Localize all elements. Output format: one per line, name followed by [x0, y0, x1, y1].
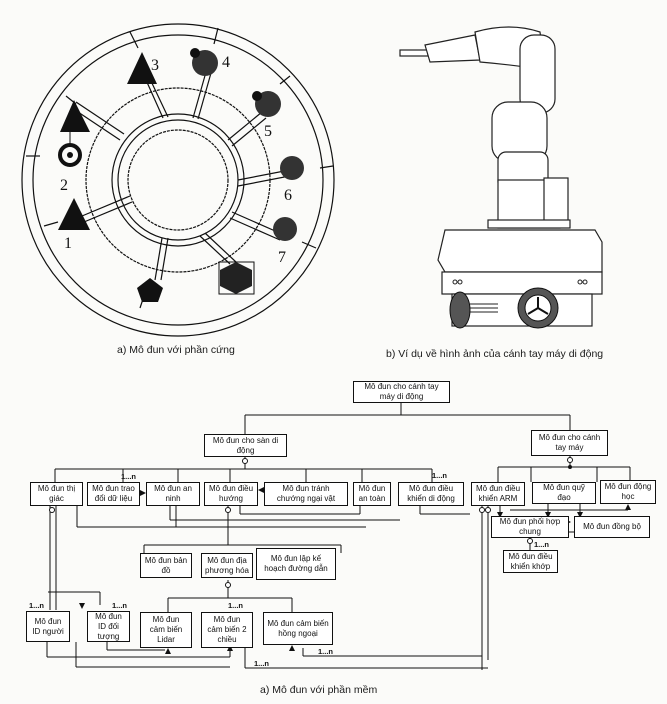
module-joint-control: Mô đun điều khiển khớp [503, 550, 558, 573]
sensor-knob-icon [252, 91, 262, 101]
arrow-head-icon [577, 512, 583, 518]
hexagon-module-icon [220, 262, 252, 294]
hexagon-frame [218, 261, 255, 295]
aggregation-marker [225, 582, 231, 588]
multiplicity-label: 1...n [29, 601, 45, 610]
arrow-head-icon [140, 490, 146, 496]
hardware-caption: a) Mô đun với phần cứng [117, 344, 235, 356]
sensor-ball-icon [280, 156, 304, 180]
module-path-planning: Mô đun lập kế hoạch đường dẫn [256, 548, 336, 580]
arrow-head-icon [545, 512, 551, 518]
aggregation-marker [49, 507, 55, 513]
multiplicity-label: 1...n [112, 601, 128, 610]
mount-plate [487, 219, 571, 229]
arrow-head-icon [625, 504, 631, 510]
module-safety: Mô đun an toàn [353, 482, 391, 506]
module-trajectory: Mô đun quỹ đạo [532, 482, 596, 504]
junction-dot [568, 465, 572, 469]
software-caption: a) Mô đun với phần mềm [260, 684, 378, 696]
module-2d-sensor: Mô đun cảm biến 2 chiều [201, 612, 253, 648]
module-map: Mô đun bản đồ [140, 553, 192, 578]
inner-ring-core [127, 129, 229, 231]
module-object-id: Mô đun ID đối tượng [87, 611, 130, 642]
multiplicity-label: 1...n [254, 659, 270, 668]
multiplicity-label: 1...n [432, 471, 448, 480]
triangle-module-icon [58, 198, 90, 230]
module-synchronization: Mô đun đồng bộ [574, 516, 650, 538]
module-data-exchange: Mô đun trao đổi dữ liệu [87, 482, 140, 506]
arrow-head-icon [289, 645, 295, 651]
module-person-id: Mô đun ID người [26, 611, 70, 642]
module-coordination: Mô đun phối hợp chung [491, 516, 569, 538]
inner-ring-outer [111, 113, 245, 247]
module-vision: Mô đun thị giác [30, 482, 83, 506]
mobile-manipulator-illustration [399, 26, 603, 329]
multiplicity-label: 1...n [534, 540, 550, 549]
outer-ring [21, 23, 335, 337]
module-localization: Mô đun địa phương hóa [201, 553, 253, 578]
arrow-head-icon [497, 512, 503, 518]
aggregation-marker [225, 507, 231, 513]
controller-box [543, 177, 569, 223]
multiplicity-label: 1...n [228, 601, 244, 610]
arrow-head-icon [258, 487, 264, 493]
module-lidar-sensor: Mô đun cảm biến Lidar [140, 612, 192, 648]
module-number: 4 [222, 54, 230, 71]
module-root: Mô đun cho cánh tay máy di động [353, 381, 450, 403]
module-arm: Mô đun cho cánh tay máy [531, 430, 608, 456]
module-number: 5 [264, 123, 272, 140]
rear-wheel-icon [449, 291, 471, 329]
arrow-head-icon [165, 648, 171, 654]
sensor-ball-icon [273, 217, 297, 241]
module-security: Mô đun an ninh [146, 482, 200, 506]
aggregation-marker [567, 457, 573, 463]
pentagon-module-icon [137, 278, 163, 302]
arrow-head-icon [227, 645, 233, 651]
module-arm-control: Mô đun điều khiển ARM [471, 482, 525, 506]
module-navigation: Mô đun điều hướng [204, 482, 258, 506]
triangle-module-icon [60, 100, 90, 132]
hardware-ring-diagram: 1 2 3 4 5 6 7 [21, 23, 335, 337]
module-mobile-platform: Mô đun cho sàn di động [204, 434, 287, 457]
multiplicity-label: 1...n [121, 472, 137, 481]
module-number: 1 [64, 235, 72, 252]
module-kinematics: Mô đun động học [600, 480, 656, 504]
aggregation-marker [485, 507, 491, 513]
module-number: 3 [151, 57, 159, 74]
module-number: 2 [60, 177, 68, 194]
module-number: 6 [284, 187, 292, 204]
aggregation-marker [479, 507, 485, 513]
outer-ring-inner-edge [32, 34, 324, 326]
module-infrared-sensor: Mô đun cảm biến hồng ngoại [263, 612, 333, 645]
triangle-module-icon [127, 52, 157, 84]
module-mobile-control: Mô đun điều khiển di động [398, 482, 464, 506]
target-module-center-icon [67, 152, 73, 158]
arrow-head-icon [79, 603, 85, 609]
aggregation-marker [527, 538, 533, 544]
sensor-knob-icon [190, 48, 200, 58]
module-obstacle-avoidance: Mô đun tránh chướng ngại vật [264, 482, 348, 506]
multiplicity-label: 1...n [318, 647, 334, 656]
aggregation-marker [242, 458, 248, 464]
module-number: 7 [278, 249, 286, 266]
robot-caption: b) Ví dụ về hình ảnh của cánh tay máy di… [386, 348, 604, 360]
